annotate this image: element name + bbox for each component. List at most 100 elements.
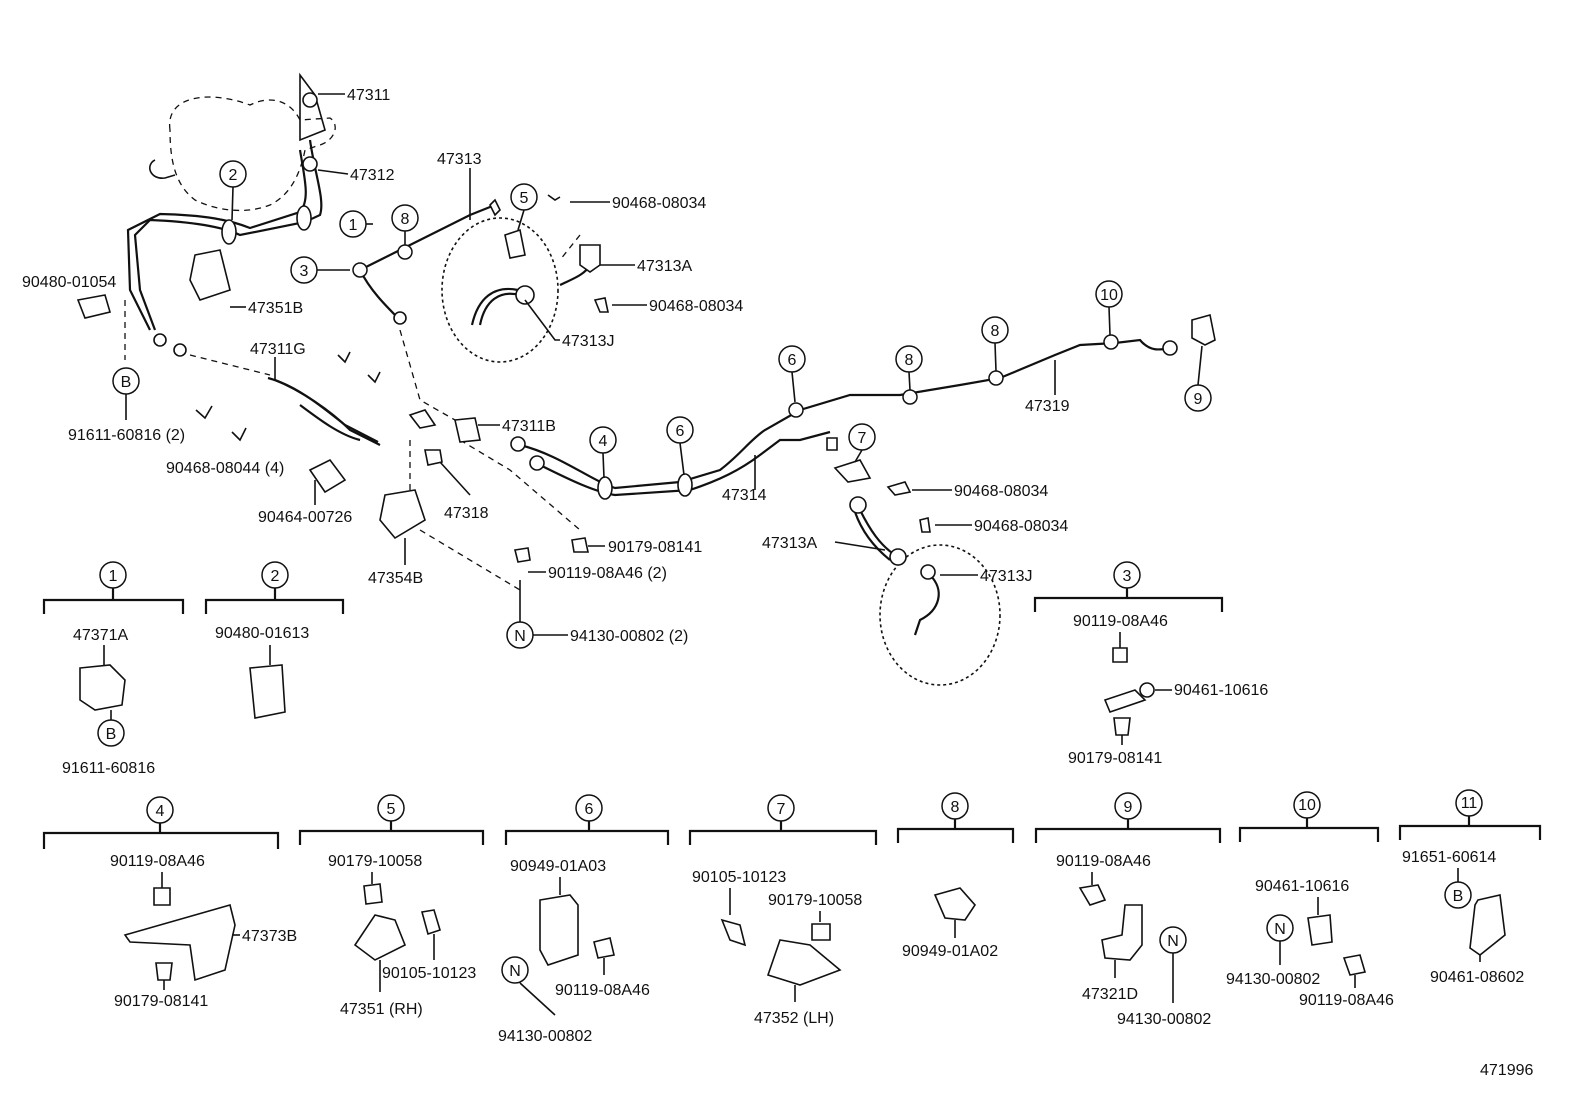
detail-4-c: 90179-08141 [114,993,208,1010]
detail-5-c: 47351 (RH) [340,1001,423,1018]
label-47318: 47318 [444,505,489,522]
callout-7: 7 [858,430,867,447]
detail-6-b: 90119-08A46 [555,982,650,999]
callout-5: 5 [520,190,529,207]
label-47354B: 47354B [368,570,423,587]
detail-4-b: 47373B [242,928,297,945]
callout-6: 6 [676,423,685,440]
bracket-47354B [76,249,589,563]
bracket-47373B-icon [123,904,236,982]
symbol-n: N [514,628,526,645]
label-47351B: 47351B [248,300,303,317]
detail-4: 4 90119-08A46 47373B 90179-08141 [42,796,297,1010]
label-90468-08034-a: 90468-08034 [612,195,706,212]
label-90480-01054: 90480-01054 [22,274,116,291]
label-47313A-a: 47313A [637,258,692,275]
detail-4-number: 4 [156,803,165,820]
detail-6-n-symbol: N [509,963,521,980]
detail-1-part: 47371A [73,627,128,644]
label-47313J-a: 47313J [562,333,615,350]
detail-11-b: 90461-08602 [1430,969,1524,986]
tube-clamp-1 [296,205,312,231]
label-90119-08A46-2: 90119-08A46 (2) [548,565,667,582]
clamp-47371A-icon [79,664,126,711]
detail-6-number: 6 [585,801,594,818]
detail-4-a: 90119-08A46 [110,853,205,870]
detail-8: 8 90949-01A02 [896,792,1015,960]
label-90468-08034-d: 90468-08034 [974,518,1068,535]
label-47311G: 47311G [250,341,306,358]
detail-10-n-symbol: N [1274,921,1286,938]
bracket-9-icon [1191,313,1216,346]
detail-9-number: 9 [1124,799,1133,816]
rear-hose-rh [441,194,609,363]
label-47311B: 47311B [502,418,556,435]
callout-3: 3 [300,263,309,280]
detail-5-a: 90179-10058 [328,853,422,870]
detail-10-a: 90461-10616 [1255,878,1349,895]
clamp-90480-01613-icon [249,664,286,719]
callout-2: 2 [229,167,238,184]
label-47313: 47313 [437,151,482,168]
detail-9-n-symbol: N [1167,933,1179,950]
label-94130-00802-2: 94130-00802 (2) [570,628,688,645]
part-labels-main: 4 7 3 1 1 47312 47313 90468-08034 47313A 904… [22,87,1070,645]
detail-3-number: 3 [1123,568,1132,585]
bleeder-plug-47311 [302,92,318,108]
detail-9-c: 94130-00802 [1117,1011,1211,1028]
tube-fitting [153,333,167,347]
callout-8: 8 [401,211,410,228]
clamp-90949-01A03-icon [539,894,579,966]
label-90468-08034-b: 90468-08034 [649,298,743,315]
detail-10-b: 94130-00802 [1226,971,1320,988]
detail-1-number: 1 [109,568,118,585]
callout-8: 8 [991,323,1000,340]
detail-7: 7 90105-10123 90179-10058 47352 (LH) [688,794,878,1027]
callout-10: 10 [1100,287,1118,304]
detail-11: 11 91651-60614 B 90461-08602 [1398,789,1542,986]
label-91611-60816-2: 91611-60816 (2) [68,427,185,444]
detail-5-b: 90105-10123 [382,965,476,982]
detail-10: 10 90461-10616 N 94130-00802 90119-08A46 [1226,791,1394,1009]
clip-90461-08602-icon [1469,894,1506,956]
label-47312: 47312 [350,167,395,184]
label-47314: 47314 [722,487,767,504]
detail-6-c: 94130-00802 [498,1028,592,1045]
leader-lines-dashed [124,234,581,591]
label-47313A-b: 47313A [762,535,817,552]
detail-7-a: 90105-10123 [692,869,786,886]
label-90179-08141-a: 90179-08141 [608,539,702,556]
bleeder-plug-47312 [302,156,318,172]
detail-2-number: 2 [271,568,280,585]
label-90468-08044-4: 90468-08044 (4) [166,460,284,477]
tube-fitting [173,343,187,357]
label-47319: 47319 [1025,398,1070,415]
detail-1: 1 47371A B 91611-60816 [42,561,185,777]
diagram-id: 471996 [1480,1062,1533,1079]
label-90464-00726: 90464-00726 [258,509,352,526]
callout-6: 6 [788,352,797,369]
hose-47311G [195,351,381,494]
detail-11-a: 91651-60614 [1402,849,1496,866]
detail-5-number: 5 [387,801,396,818]
detail-10-number: 10 [1298,797,1316,814]
master-cylinder-outline [149,72,336,212]
symbol-b: B [121,374,132,391]
hose-clamp-icon [308,458,347,494]
callout-4: 4 [599,433,608,450]
detail-2-part: 90480-01613 [215,625,309,642]
detail-3-a: 90119-08A46 [1073,613,1168,630]
detail-1-b-symbol: B [106,726,117,743]
detail-10-c: 90119-08A46 [1299,992,1394,1009]
detail-6-a: 90949-01A03 [510,858,606,875]
bracket-47351-icon [353,914,407,961]
tube-clamp-2 [221,219,237,245]
detail-3: 3 90119-08A46 90461-10616 90179-08141 [1033,561,1268,767]
label-47313J-b: 47313J [980,568,1033,585]
callout-1: 1 [349,217,358,234]
detail-1-sub: 91611-60816 [62,760,155,777]
rear-hose-lh [826,437,1001,686]
brake-tubes-front [126,92,323,357]
detail-7-c: 47352 (LH) [754,1010,834,1027]
